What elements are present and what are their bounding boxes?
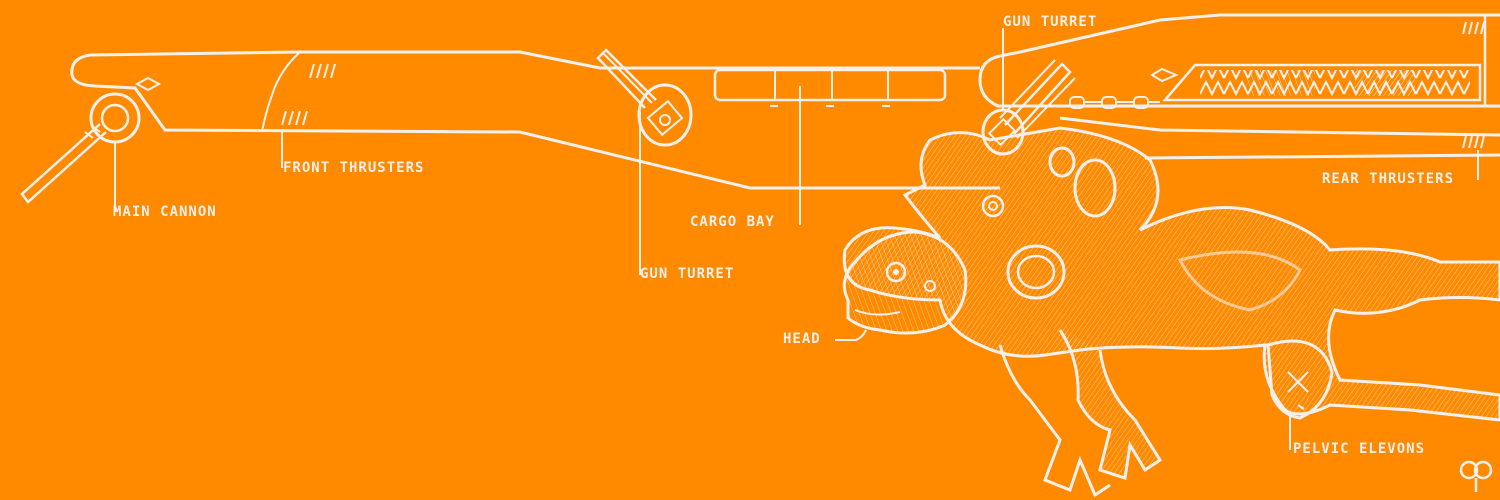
gun-turret-lower [596, 48, 693, 147]
cargo-bay [713, 68, 947, 107]
main-cannon [20, 92, 141, 204]
label-main-cannon: MAIN CANNON [113, 204, 217, 220]
label-cargo-bay: CARGO BAY [690, 214, 775, 230]
front-thruster-marks [281, 63, 336, 126]
logo-icon [1459, 460, 1493, 492]
rear-engine-panel [1150, 63, 1482, 102]
hull-bolts [1069, 96, 1160, 109]
rear-hull [978, 13, 1500, 160]
label-head: HEAD [783, 331, 821, 347]
creature-lower-leg [998, 344, 1111, 498]
pelvic-elevon-fin [1266, 339, 1334, 420]
label-gun-turret-lower: GUN TURRET [640, 266, 735, 282]
leader-lines [114, 28, 1479, 450]
label-rear-thrusters: REAR THRUSTERS [1322, 171, 1455, 187]
ship-hull [70, 50, 1000, 190]
label-front-thrusters: FRONT THRUSTERS [283, 160, 425, 176]
nose-sensor [134, 76, 162, 92]
label-pelvic-elevons: PELVIC ELEVONS [1293, 441, 1426, 457]
label-gun-turret-upper: GUN TURRET [1003, 14, 1098, 30]
creature [842, 126, 1500, 498]
